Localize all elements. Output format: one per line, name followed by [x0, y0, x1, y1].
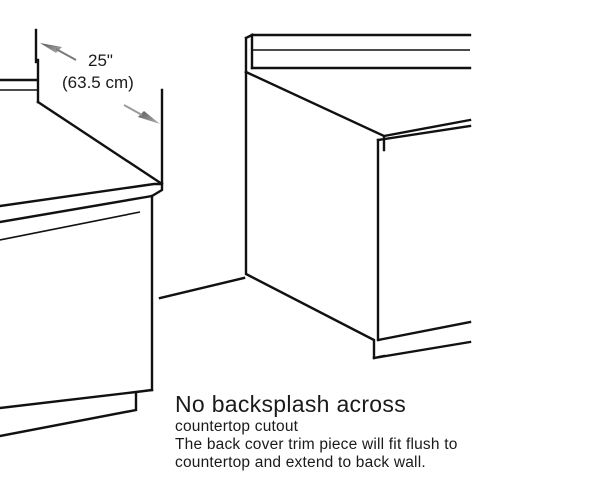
arrow-left-icon	[40, 43, 62, 53]
arrow-right-icon	[138, 111, 160, 124]
right-bottom-trim	[372, 340, 472, 360]
dimension-inches: 25"	[88, 51, 113, 70]
arrow-left-shaft	[55, 48, 77, 61]
left-countertop-front	[0, 182, 164, 224]
left-cabinet	[0, 58, 164, 438]
caption-title: No backsplash across	[175, 391, 406, 417]
right-countertop	[244, 66, 472, 152]
dimension-arrows: 25" (63.5 cm)	[34, 28, 164, 184]
left-countertop-edge	[36, 100, 164, 186]
right-back-edge	[244, 33, 254, 74]
caption: No backsplash across countertop cutout T…	[175, 390, 585, 472]
caption-note-line-1: The back cover trim piece will fit flush…	[175, 436, 458, 453]
right-cabinet	[244, 33, 472, 360]
dimension-cm: (63.5 cm)	[62, 73, 134, 92]
right-front-face	[244, 70, 376, 360]
caption-subtitle: countertop cutout	[175, 418, 299, 435]
left-cabinet-face	[0, 211, 141, 241]
arrow-right-shaft	[123, 104, 143, 116]
caption-note-line-2: countertop and extend to back wall.	[175, 454, 426, 471]
left-backsplash	[0, 58, 40, 104]
gap-line	[158, 276, 246, 300]
right-side-face	[376, 138, 472, 342]
left-cabinet-base	[0, 388, 154, 438]
